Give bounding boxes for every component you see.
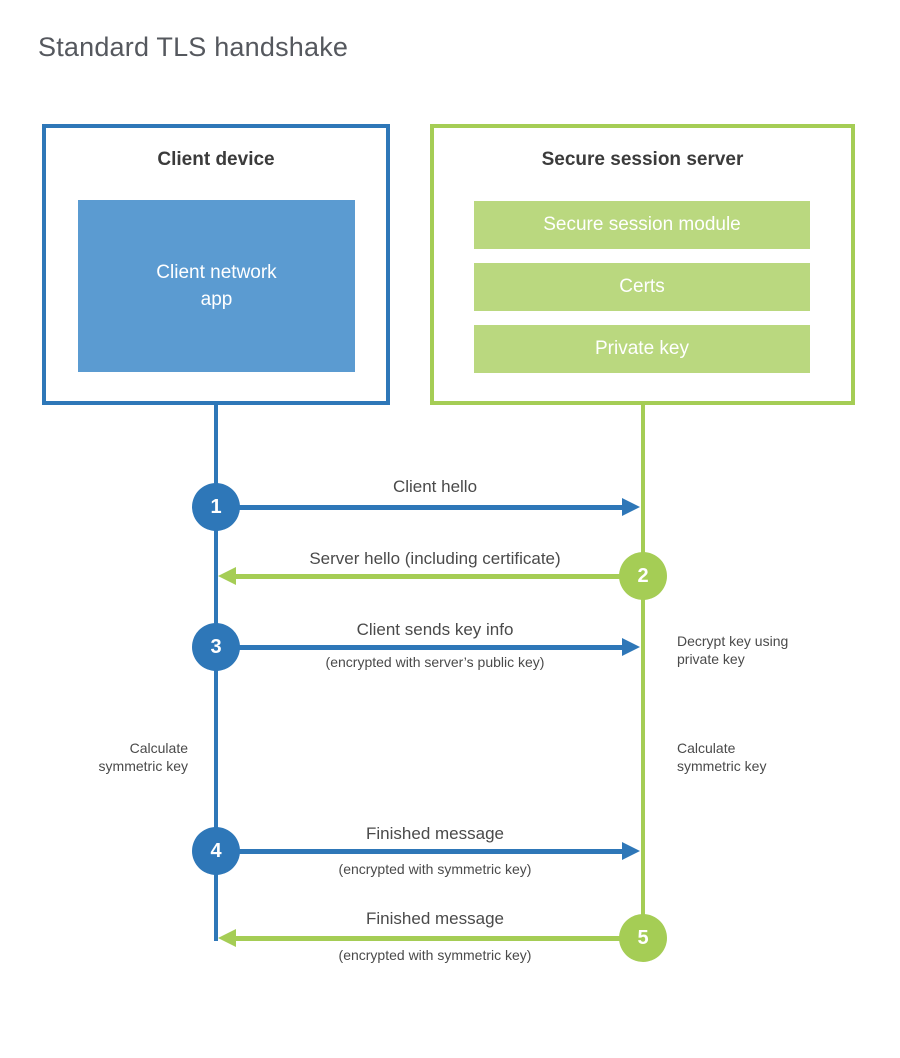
- step5-badge: 5: [619, 914, 667, 962]
- client-network-app-module: Client network app: [78, 200, 355, 372]
- arrow-step1-shaft: [216, 505, 622, 510]
- calculate-symmetric-key-server-note: Calculate symmetric key: [677, 740, 767, 774]
- step4-badge: 4: [192, 827, 240, 875]
- server-title: Secure session server: [541, 149, 744, 170]
- page-title: Standard TLS handshake: [38, 32, 349, 62]
- arrow-step4-shaft: [216, 849, 622, 854]
- client-lifeline: [214, 405, 218, 941]
- server-lifeline: [641, 405, 645, 939]
- arrow-step2-shaft: [236, 574, 643, 579]
- arrow-left-icon: [218, 567, 236, 585]
- step4-label: Finished message: [366, 824, 504, 843]
- arrow-step5-shaft: [236, 936, 643, 941]
- client-device-title: Client device: [157, 149, 275, 170]
- arrow-right-icon: [622, 842, 640, 860]
- arrow-right-icon: [622, 498, 640, 516]
- server-module-secure-session: Secure session module: [474, 201, 810, 249]
- step2-label: Server hello (including certificate): [309, 549, 561, 568]
- step3-label: Client sends key info: [356, 620, 514, 639]
- server-module-private-key: Private key: [474, 325, 810, 373]
- decrypt-key-note: Decrypt key using private key: [677, 633, 789, 667]
- step3-badge: 3: [192, 623, 240, 671]
- arrow-left-icon: [218, 929, 236, 947]
- step1-badge: 1: [192, 483, 240, 531]
- arrow-right-icon: [622, 638, 640, 656]
- server-module-certs: Certs: [474, 263, 810, 311]
- step5-sublabel: (encrypted with symmetric key): [338, 947, 532, 963]
- step4-sublabel: (encrypted with symmetric key): [338, 861, 532, 877]
- arrow-step3-shaft: [216, 645, 622, 650]
- step3-sublabel: (encrypted with server’s public key): [325, 654, 545, 670]
- step5-label: Finished message: [366, 909, 504, 928]
- step1-label: Client hello: [392, 477, 478, 496]
- step2-badge: 2: [619, 552, 667, 600]
- calculate-symmetric-key-client-note: Calculate symmetric key: [98, 740, 188, 774]
